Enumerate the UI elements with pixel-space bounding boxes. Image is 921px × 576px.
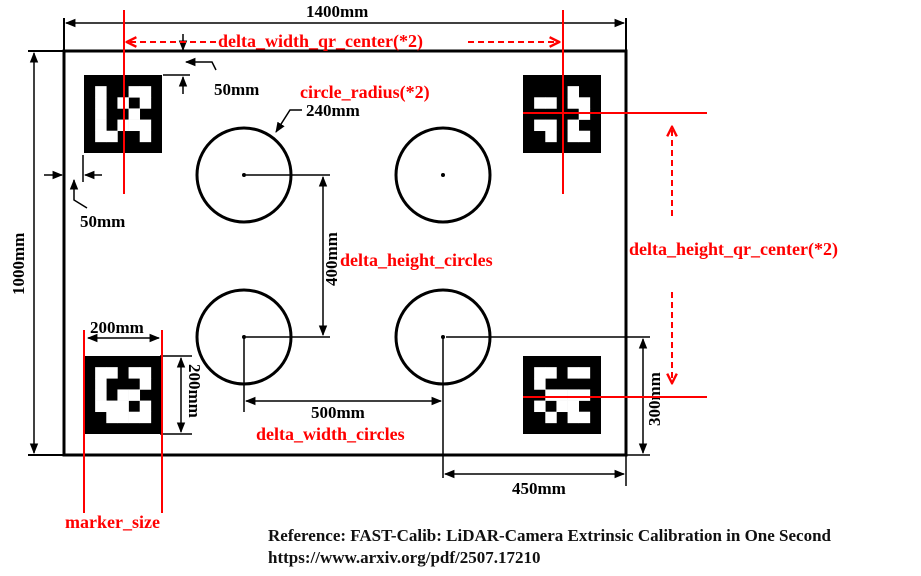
marker-cell [128, 367, 141, 379]
left-margin-label: 50mm [80, 212, 125, 231]
circle-top-right [394, 126, 492, 224]
marker-cell [567, 400, 580, 413]
marker-cell [545, 119, 557, 132]
marker-cell [534, 378, 546, 390]
top-margin-label: 50mm [214, 80, 259, 99]
marker-cell [578, 367, 591, 379]
marker-cell [106, 400, 118, 413]
marker-cell [139, 411, 152, 424]
circle-to-bottom-label: 300mm [645, 372, 664, 426]
marker-cell [567, 411, 580, 424]
circle-vertical-spacing-dimension [246, 174, 330, 338]
marker-cell [128, 108, 141, 120]
marker-width-label: 200mm [90, 318, 144, 337]
marker-cell [545, 130, 557, 143]
board-width-label: 1400mm [306, 2, 368, 21]
left-margin-dimension [44, 155, 102, 209]
marker-cell [567, 86, 580, 98]
marker-cell [567, 97, 580, 109]
marker-cell [95, 108, 107, 120]
board-width-dimension [63, 18, 627, 51]
reference-url[interactable]: https://www.arxiv.org/pdf/2507.17210 [268, 548, 541, 567]
marker-cell [139, 130, 152, 143]
marker-cell [95, 389, 107, 401]
marker-cell [139, 378, 152, 390]
marker-cell [128, 119, 141, 132]
board-height-dimension [28, 50, 64, 456]
marker-cell [95, 367, 107, 379]
marker-size-param: marker_size [65, 512, 160, 532]
marker-cell [534, 367, 546, 379]
marker-cell [95, 378, 107, 390]
marker-cell [95, 130, 107, 143]
aruco-marker-bottom-left [84, 356, 162, 434]
marker-cell [567, 130, 580, 143]
reference-title: Reference: FAST-Calib: LiDAR-Camera Extr… [268, 526, 832, 545]
marker-cell [534, 119, 546, 132]
delta-height-qr-center-param: delta_height_qr_center(*2) [629, 239, 838, 260]
marker-height-label: 200mm [185, 364, 204, 418]
marker-cell [117, 411, 129, 424]
marker-cell [117, 400, 129, 413]
marker-cell [545, 97, 557, 109]
circle-horizontal-spacing-label: 500mm [311, 403, 365, 422]
marker-cell [545, 389, 557, 401]
marker-cell [545, 367, 557, 379]
marker-cell [106, 367, 118, 379]
marker-cell [578, 411, 591, 424]
marker-cell [128, 389, 141, 401]
marker-cell [95, 97, 107, 109]
marker-cell [128, 86, 141, 98]
marker-cell [139, 400, 152, 413]
marker-cell [106, 411, 118, 424]
circle-vertical-spacing-label: 400mm [322, 232, 341, 286]
marker-cell [578, 130, 591, 143]
marker-cell [556, 400, 568, 413]
marker-cell [106, 130, 118, 143]
delta-width-circles-param: delta_width_circles [256, 424, 405, 444]
circle-to-right-label: 450mm [512, 479, 566, 498]
marker-cell [534, 400, 546, 413]
board-outline [62, 49, 628, 457]
marker-cell [545, 411, 557, 424]
marker-cell [567, 389, 580, 401]
marker-cell [95, 86, 107, 98]
marker-cell [567, 119, 580, 132]
marker-cell [139, 86, 152, 98]
delta-width-qr-center-param: delta_width_qr_center(*2) [218, 31, 423, 52]
delta-height-circles-param: delta_height_circles [340, 250, 493, 270]
qr-center-guides [83, 10, 707, 513]
circle-to-right-dimension [443, 455, 627, 486]
circle-radius-param: circle_radius(*2) [300, 82, 430, 103]
marker-cell [95, 400, 107, 413]
marker-cell [578, 108, 591, 120]
marker-cell [567, 367, 580, 379]
marker-cell [139, 97, 152, 109]
marker-cell [534, 97, 546, 109]
marker-cell [117, 389, 129, 401]
marker-cell [578, 389, 591, 401]
marker-cell [139, 119, 152, 132]
marker-cell [128, 411, 141, 424]
marker-cell [556, 389, 568, 401]
circle-horizontal-spacing-dimension [243, 337, 444, 478]
circle-diameter-label: 240mm [306, 101, 360, 120]
board-height-label: 1000mm [9, 233, 28, 295]
marker-height-dimension [160, 355, 192, 435]
marker-cell [578, 97, 591, 109]
marker-cell [139, 367, 152, 379]
circle-diameter-leader [275, 109, 302, 133]
aruco-marker-bottom-right [523, 356, 601, 434]
marker-cell [95, 119, 107, 132]
